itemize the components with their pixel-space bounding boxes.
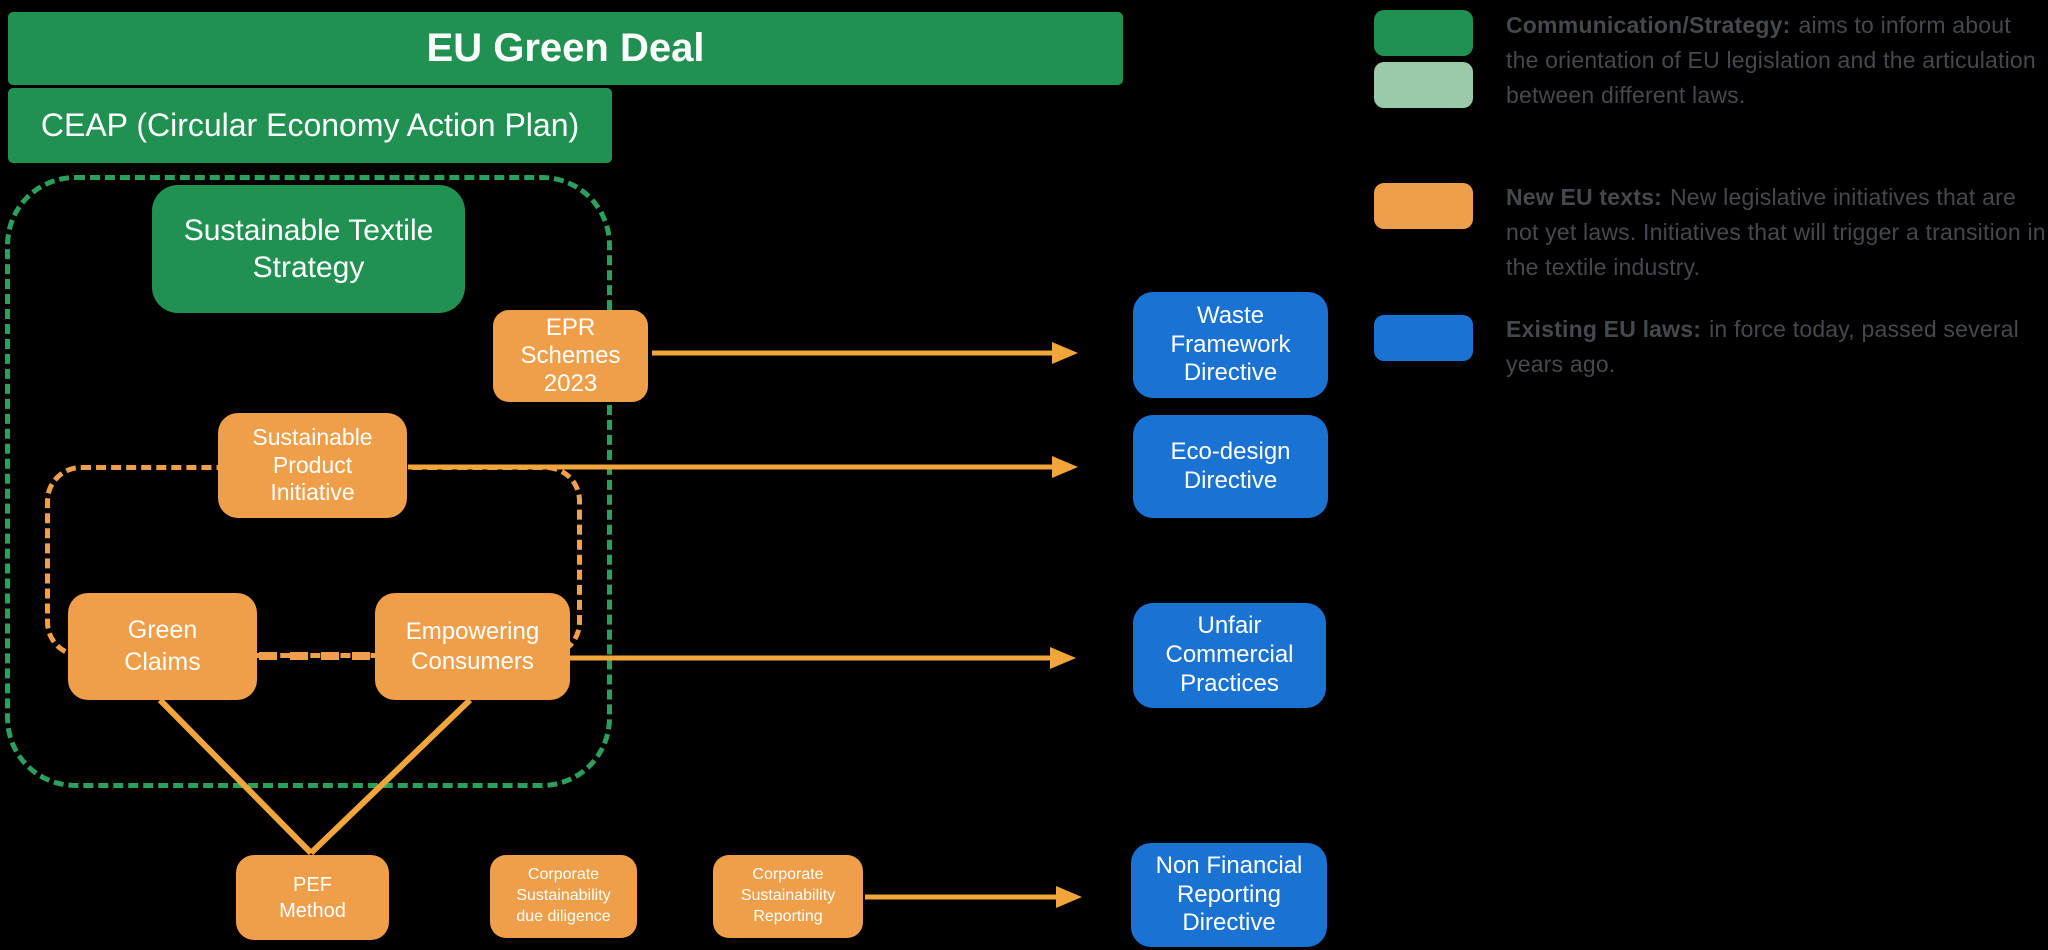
node-sustainable-product-initiative: Sustainable Product Initiative [218, 413, 407, 518]
node-waste-framework-directive: Waste Framework Directive [1133, 292, 1328, 398]
node-non-financial-reporting-directive: Non Financial Reporting Directive [1131, 843, 1327, 947]
ecodesign-directive-label: Eco-design Directive [1170, 437, 1291, 494]
unfair-commercial-practices-label: Unfair Commercial Practices [1165, 612, 1294, 697]
waste-framework-directive-label: Waste Framework Directive [1170, 301, 1291, 387]
legend-swatch-existing-eu-laws [1374, 315, 1473, 361]
legend-swatch-communication-strategy-light [1374, 62, 1473, 108]
ceap-banner: CEAP (Circular Economy Action Plan) [8, 88, 612, 163]
arrowhead-spi-to-ecodesign-icon [1052, 456, 1078, 478]
sustainable-product-initiative-label: Sustainable Product Initiative [252, 424, 373, 506]
arrowhead-epr-to-waste-framework-icon [1052, 342, 1078, 364]
legend-term-new-eu-texts: New EU texts: [1506, 184, 1662, 210]
arrowhead-csr-to-nfrd-icon [1056, 886, 1082, 908]
node-ecodesign-directive: Eco-design Directive [1133, 415, 1328, 518]
legend-desc-existing-eu-laws: in force today, passed several years ago… [1506, 316, 2019, 377]
corporate-sustainability-reporting-label: Corporate Sustainability Reporting [740, 866, 836, 925]
node-sustainable-textile-strategy: Sustainable Textile Strategy [152, 185, 465, 313]
legend-entry-communication-strategy: Communication/Strategy:aims to inform ab… [1506, 8, 2046, 113]
epr-schemes-label: EPR Schemes 2023 [520, 313, 621, 398]
node-epr-schemes-2023: EPR Schemes 2023 [493, 310, 648, 402]
pef-method-label: PEF Method [279, 873, 346, 922]
node-empowering-consumers: Empowering Consumers [375, 593, 570, 700]
textile-strategy-group-outline [5, 175, 612, 788]
line-green-claims-to-pef [157, 697, 314, 856]
sustainable-textile-strategy-label: Sustainable Textile Strategy [183, 213, 434, 285]
node-unfair-commercial-practices: Unfair Commercial Practices [1133, 603, 1326, 708]
legend-swatch-communication-strategy [1374, 10, 1473, 56]
node-green-claims: Green Claims [68, 593, 257, 700]
legend-term-communication-strategy: Communication/Strategy: [1506, 12, 1791, 38]
legend-entry-new-eu-texts: New EU texts:New legislative initiatives… [1506, 180, 2046, 285]
ceap-label: CEAP (Circular Economy Action Plan) [40, 107, 580, 143]
legend-desc-communication-strategy: aims to inform about the orientation of … [1506, 12, 2036, 108]
legend-term-existing-eu-laws: Existing EU laws: [1506, 316, 1702, 342]
arrowhead-empowering-to-unfair-practices-icon [1050, 647, 1076, 669]
eu-green-deal-banner: EU Green Deal [8, 12, 1123, 85]
legend-entry-existing-eu-laws: Existing EU laws:in force today, passed … [1506, 312, 2046, 382]
green-claims-label: Green Claims [124, 616, 201, 676]
corporate-sustainability-due-diligence-label: Corporate Sustainability due diligence [516, 866, 611, 925]
line-empowering-to-pef [308, 697, 473, 856]
node-corporate-sustainability-due-diligence: Corporate Sustainability due diligence [490, 855, 637, 938]
non-financial-reporting-directive-label: Non Financial Reporting Directive [1155, 851, 1303, 937]
node-corporate-sustainability-reporting: Corporate Sustainability Reporting [713, 855, 863, 938]
eu-green-deal-label: EU Green Deal [426, 26, 705, 70]
legend-swatch-new-eu-texts [1374, 183, 1473, 229]
node-pef-method: PEF Method [236, 855, 389, 940]
empowering-consumers-label: Empowering Consumers [405, 617, 540, 675]
legend-desc-new-eu-texts: New legislative initiatives that are not… [1506, 184, 2046, 280]
